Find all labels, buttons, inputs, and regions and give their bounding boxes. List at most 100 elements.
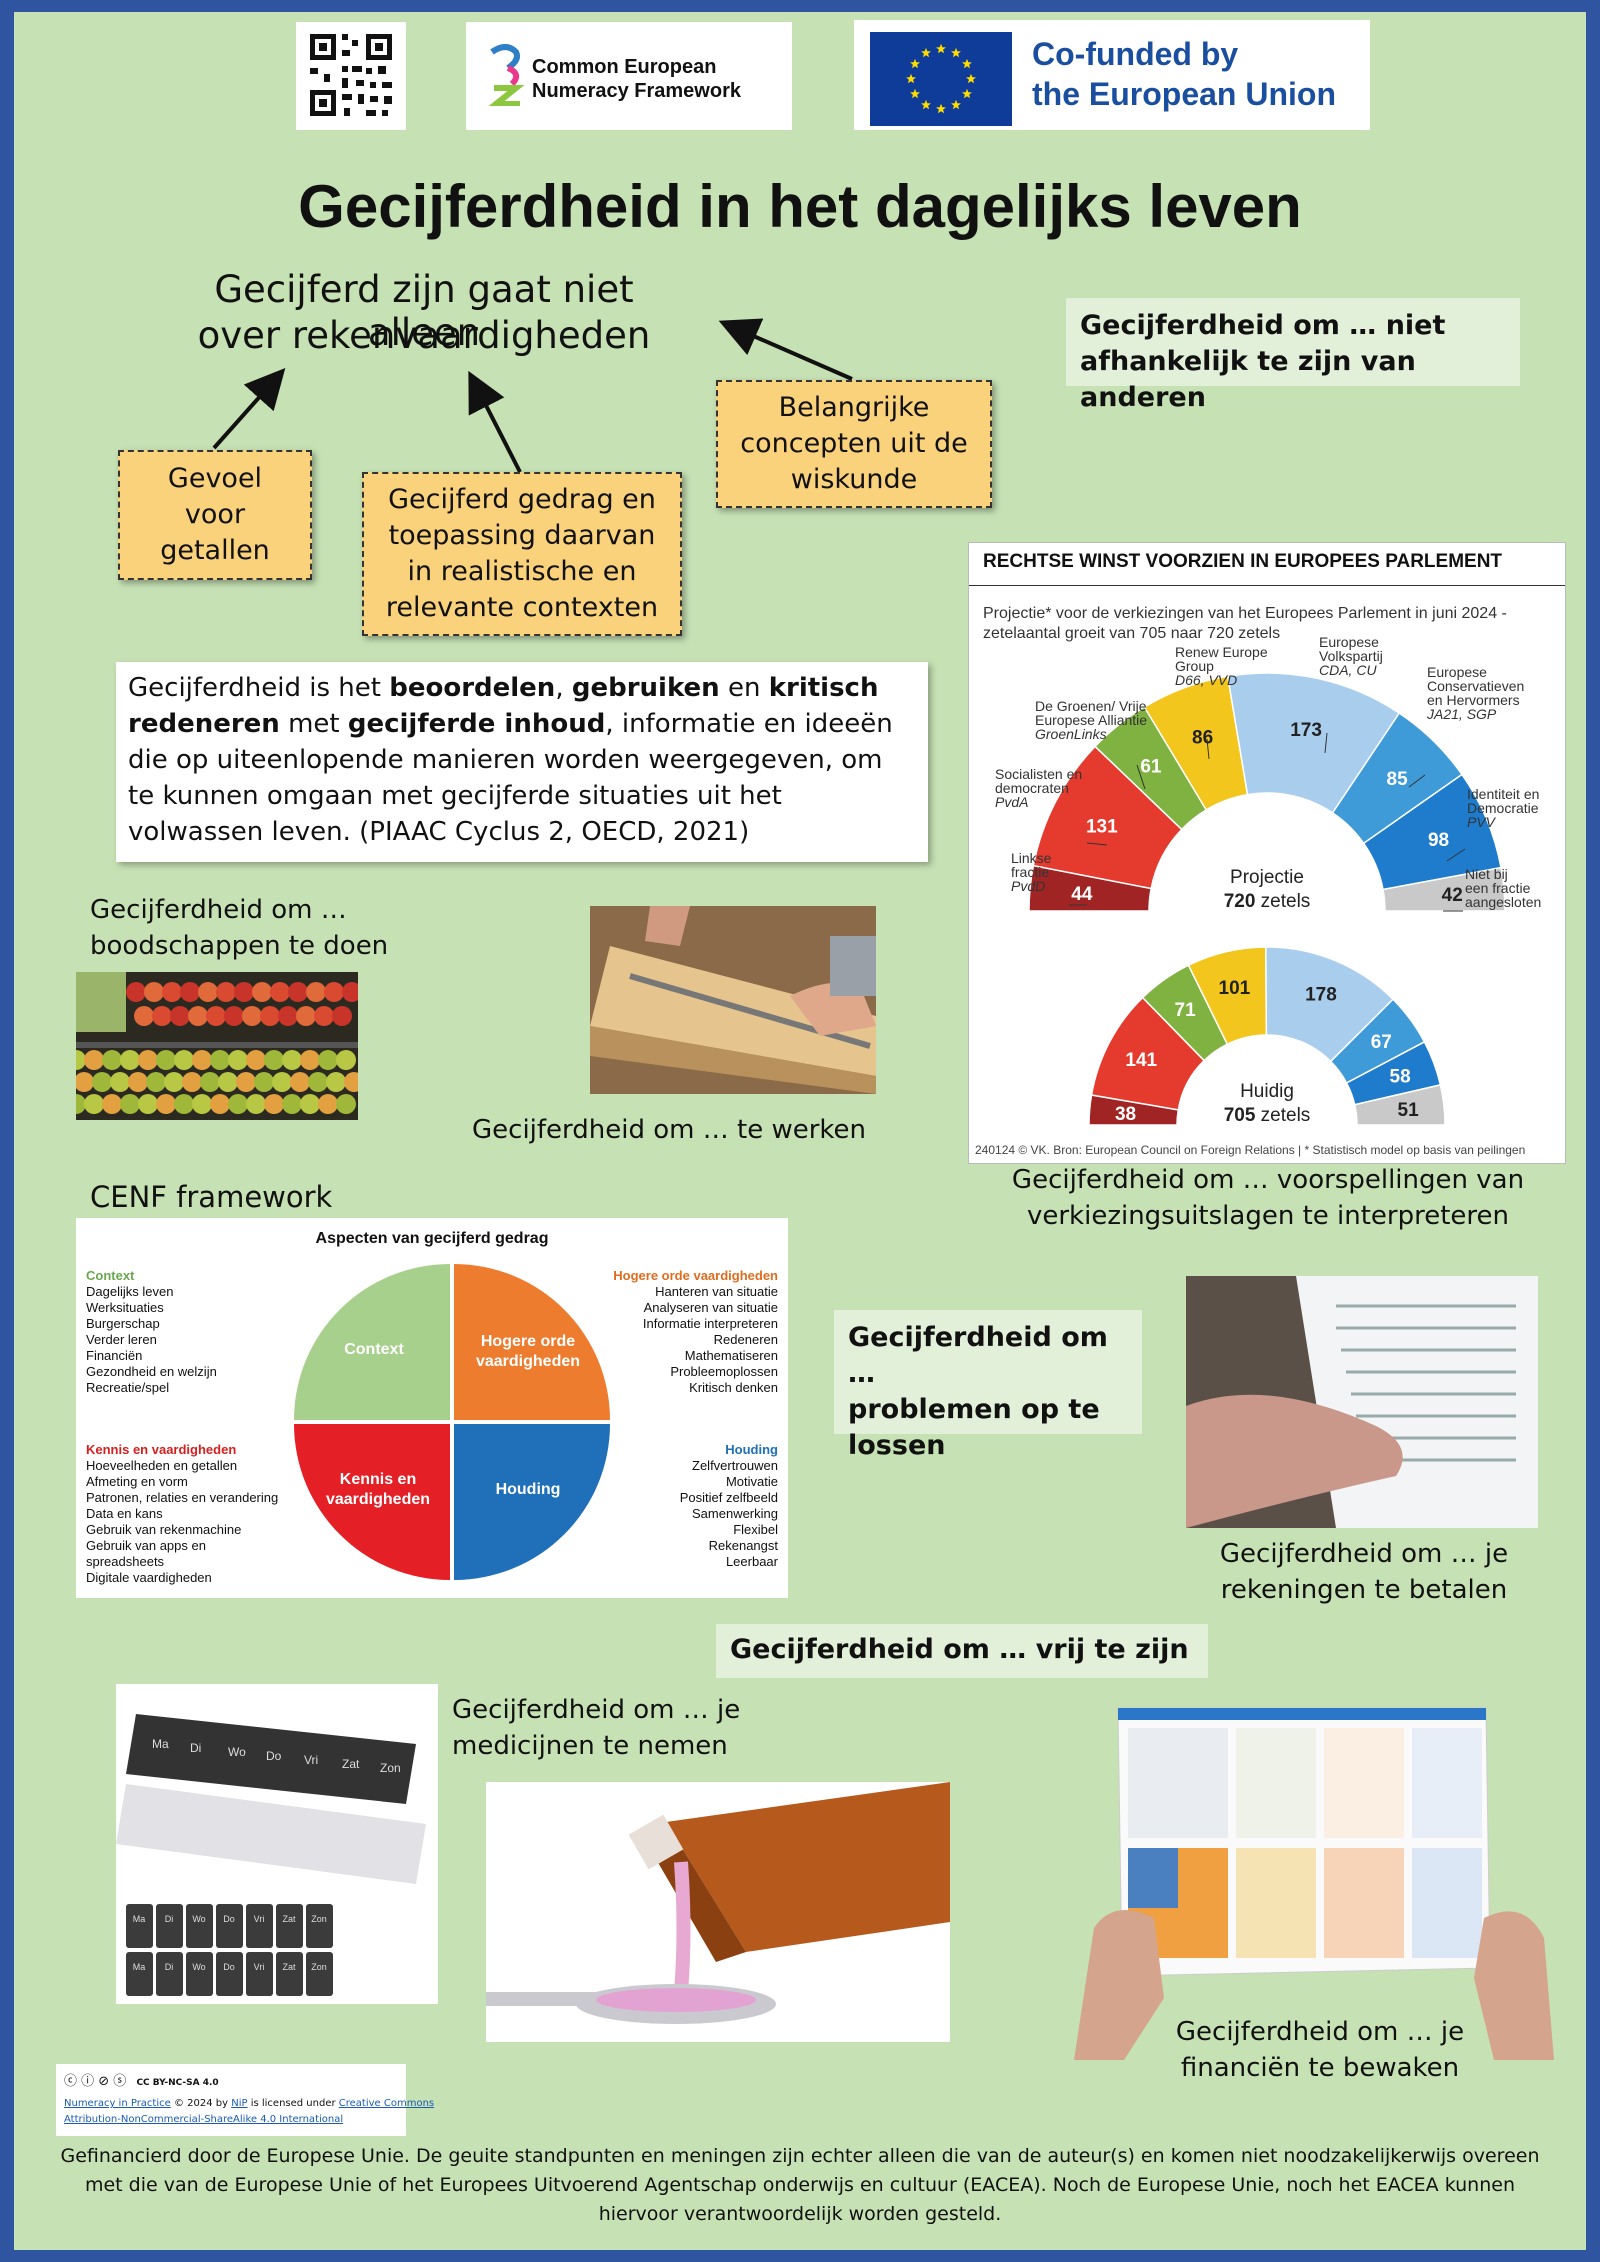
apple xyxy=(138,1094,158,1114)
pill-day-label: Zat xyxy=(282,1962,296,1972)
cenf-context-item: Gezondheid en welzijn xyxy=(86,1364,217,1379)
eu-star xyxy=(936,43,946,54)
caption-meds-1: Gecijferdheid om … je xyxy=(452,1695,741,1725)
election-chart: RECHTSE WINST VOORZIEN IN EUROPEES PARLE… xyxy=(968,542,1566,1164)
apples-illustration xyxy=(76,972,358,1120)
caption-bills-2: rekeningen te betalen xyxy=(1220,1575,1508,1605)
apple xyxy=(156,1094,176,1114)
note2-line: toepassing daarvan xyxy=(388,520,656,551)
independent-box: Gecijferdheid om … niet afhankelijk te z… xyxy=(1066,298,1520,413)
cenf-houding-item: Positief zelfbeeld xyxy=(679,1490,778,1505)
category-label: en Hervormers xyxy=(1427,692,1520,708)
cenf-houding-item: Samenwerking xyxy=(692,1506,778,1521)
eu-logo: Co-funded by the European Union xyxy=(854,20,1370,130)
category-label: Renew Europe xyxy=(1175,644,1268,660)
cenf-q-hogere xyxy=(454,1264,610,1420)
seat-value-label: 141 xyxy=(1125,1050,1157,1071)
problems-line: lossen xyxy=(848,1430,946,1461)
semicircle-label: Projectie xyxy=(1230,867,1304,888)
cenf-q-hogere-label: vaardigheden xyxy=(476,1353,580,1370)
pill-day-label: Wo xyxy=(192,1914,205,1924)
note3-line: wiskunde xyxy=(790,464,918,495)
caption-election-2: verkiezingsuitslagen te interpreteren xyxy=(1026,1201,1510,1231)
note2-line: in realistische en xyxy=(407,556,637,587)
definition-bold: gecijferde inhoud xyxy=(347,709,606,739)
apple xyxy=(342,982,358,1002)
apple xyxy=(198,982,218,1002)
apple xyxy=(146,1072,166,1092)
category-label: Europese Alliantie xyxy=(1035,712,1147,728)
footer-disclaimer: Gefinancierd door de Europese Unie. De g… xyxy=(14,2142,1586,2229)
free-text: Gecijferdheid om … vrij te zijn xyxy=(730,1634,1189,1665)
cenf-logo-text-2: Numeracy Framework xyxy=(532,80,741,102)
definition-text: , xyxy=(555,673,572,703)
category-label: Europese xyxy=(1427,664,1487,680)
cenf-context-item: Recreatie/spel xyxy=(86,1380,170,1395)
seat-value-label: 71 xyxy=(1175,1000,1197,1021)
caption-bills-1: Gecijferdheid om … je xyxy=(1219,1539,1509,1569)
license-link[interactable]: Numeracy in Practice xyxy=(64,2098,171,2109)
note1-line: Gevoel xyxy=(167,463,263,494)
license-link[interactable]: NiP xyxy=(231,2098,248,2109)
category-leader-line xyxy=(1446,848,1466,862)
apple xyxy=(272,1072,292,1092)
cenf-q-houding-label: Houding xyxy=(496,1481,561,1498)
apple xyxy=(102,1050,122,1070)
cenf-kennis-item: Patronen, relaties en verandering xyxy=(86,1490,279,1505)
apple xyxy=(224,1006,244,1026)
cenf-context-head: Context xyxy=(86,1268,135,1283)
seat-value-label: 61 xyxy=(1140,757,1162,778)
seat-value-label: 51 xyxy=(1398,1100,1420,1121)
apple xyxy=(260,1006,280,1026)
license-link[interactable]: Creative Commons xyxy=(338,2098,435,2109)
cenf-context-item: Dagelijks leven xyxy=(86,1284,174,1299)
chart-source: 240124 © VK. Bron: European Council on F… xyxy=(975,1143,1526,1157)
pill-day-label: Do xyxy=(266,1749,282,1763)
cenf-houding-head: Houding xyxy=(725,1442,778,1457)
pill-compartment xyxy=(306,1952,333,1996)
apple xyxy=(264,1050,284,1070)
cc-icon: ⓒ ⓘ ⊘ ⓢ xyxy=(64,2074,127,2089)
cenf-context-item: Financiën xyxy=(86,1348,143,1363)
receipt-illustration xyxy=(1186,1276,1538,1528)
problems-box: Gecijferdheid om … problemen op te losse… xyxy=(834,1310,1142,1461)
apple xyxy=(252,982,272,1002)
category-label: De Groenen/ Vrije xyxy=(1035,698,1147,714)
pill-day-label: Wo xyxy=(228,1745,246,1759)
pill-compartment xyxy=(156,1904,183,1948)
apple xyxy=(162,982,182,1002)
caption-meds-2: medicijnen te nemen xyxy=(452,1731,728,1761)
note2-line: relevante contexten xyxy=(385,592,659,623)
photo-finance xyxy=(1054,1698,1570,2060)
pill-day-label: Do xyxy=(223,1914,235,1924)
cenf-hogere-list: Hogere orde vaardigheden Hanteren van si… xyxy=(613,1268,778,1396)
pill-day-label: Zon xyxy=(311,1962,327,1972)
eu-star xyxy=(936,103,946,114)
note3-line: Belangrijke xyxy=(778,392,930,423)
apple xyxy=(228,1050,248,1070)
cenf-kennis-item: Gebruik van apps en xyxy=(86,1538,206,1553)
apple xyxy=(156,1050,176,1070)
cenf-kennis-item: Gebruik van rekenmachine xyxy=(86,1522,242,1537)
cenf-q-kennis-label: vaardigheden xyxy=(326,1491,430,1508)
semicircle-label: Huidig xyxy=(1240,1081,1294,1102)
apple xyxy=(76,1094,86,1114)
seat-value-label: 42 xyxy=(1442,885,1463,906)
pill-day-label: Zon xyxy=(311,1914,327,1924)
cenf-q-houding xyxy=(454,1424,610,1580)
pill-day-label: Di xyxy=(190,1741,201,1755)
apple xyxy=(120,1050,140,1070)
eu-star xyxy=(910,58,920,69)
photo-receipt xyxy=(1186,1276,1538,1528)
license-link-2[interactable]: Attribution-NonCommercial-ShareAlike 4.0… xyxy=(64,2114,344,2125)
qr-code-box[interactable] xyxy=(296,22,406,130)
seat-value-label: 58 xyxy=(1390,1066,1411,1087)
cenf-hogere-item: Mathematiseren xyxy=(684,1348,778,1363)
pill-compartment xyxy=(126,1904,153,1948)
photo-woodwork xyxy=(590,906,876,1094)
apple xyxy=(138,1050,158,1070)
category-party: PvdD xyxy=(1011,878,1045,894)
